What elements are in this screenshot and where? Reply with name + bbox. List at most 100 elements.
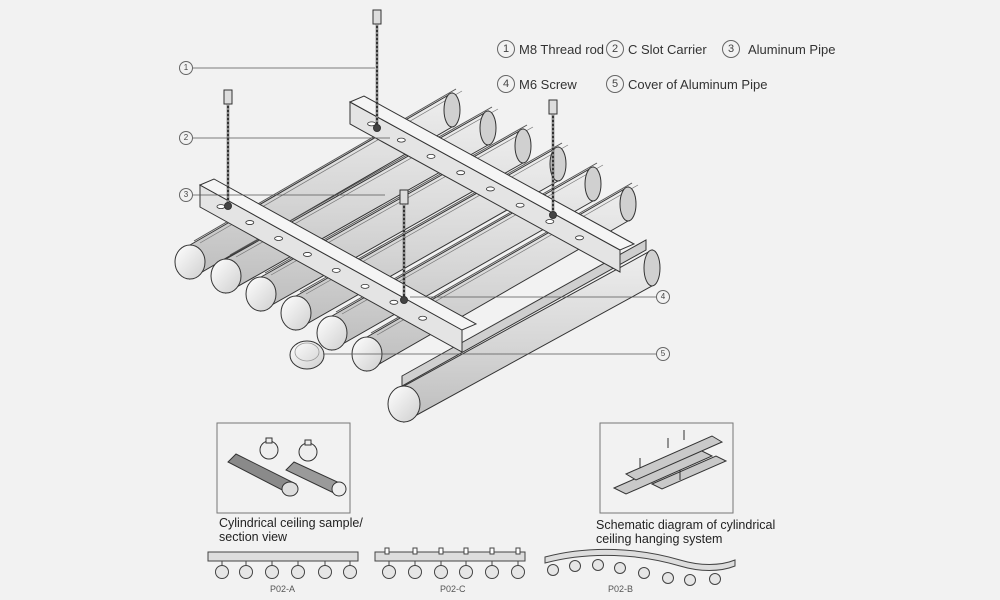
pipe-back-end (584, 166, 602, 202)
carrier-top-flange (198, 178, 478, 331)
schematic-caption-line-1: Schematic diagram of cylindrical (596, 518, 776, 532)
schematic-caption: Schematic diagram of cylindrical ceiling… (596, 518, 775, 546)
pipe-front-end (174, 244, 206, 280)
carrier-slot-hole (367, 121, 377, 127)
profile-clip (515, 547, 521, 555)
legend-number: 4 (497, 75, 515, 93)
profile-label-p02-b: P02-B (608, 584, 634, 594)
pipe-back-end (443, 92, 461, 128)
profile-pipe (291, 565, 305, 579)
profile-clip (384, 547, 390, 555)
thread-rods (223, 9, 558, 304)
callout-1: 1 (179, 61, 193, 75)
profile-pipe (547, 564, 559, 576)
pipe-cover (289, 340, 325, 370)
legend-label: M6 Screw (519, 76, 577, 92)
pipe-front-end (245, 276, 277, 312)
carrier-slot-hole (245, 220, 255, 225)
callout-2: 2 (179, 131, 193, 145)
profile-pipe (662, 572, 674, 584)
legend-item-c-slot-carrier: 2 C Slot Carrier (606, 40, 707, 58)
rod-fixing (224, 202, 232, 210)
legend-number: 3 (722, 40, 740, 58)
profile-clip (489, 547, 495, 555)
profile-pipe (485, 565, 499, 579)
rod-nut (223, 89, 233, 105)
profile-pipe (511, 565, 525, 579)
carrier-top-flange (348, 95, 636, 251)
profile-p02-a-drawing (207, 551, 359, 562)
legend-number: 5 (606, 75, 624, 93)
carrier-slot-hole (389, 299, 399, 305)
profile-clip (412, 547, 418, 555)
carrier-slot-hole (515, 202, 525, 208)
carrier-slot-hole (426, 153, 436, 159)
pipe-back-end (514, 128, 532, 164)
pipe-front-end (280, 295, 312, 331)
callout-4: 4 (656, 290, 670, 304)
profile-pipe (382, 565, 396, 579)
carrier-slot-hole (456, 170, 466, 176)
rod-fixing (549, 211, 557, 219)
profile-p02-b-drawing (544, 548, 736, 571)
schematic-caption-line-2: ceiling hanging system (596, 532, 723, 546)
pipe-front-end (210, 258, 242, 294)
callout-5: 5 (656, 347, 670, 361)
legend-number: 2 (606, 40, 624, 58)
profile-label-p02-c: P02-C (440, 584, 466, 594)
sample-caption: Cylindrical ceiling sample/ section view (219, 516, 363, 544)
profile-pipe (569, 560, 581, 572)
carrier-slot-hole (575, 235, 584, 241)
profile-pipe (343, 565, 357, 579)
carrier-slot-hole (485, 186, 495, 192)
profile-pipe (434, 565, 448, 579)
legend-item-aluminum-pipe: 3 Aluminum Pipe (722, 40, 835, 58)
callout-3: 3 (179, 188, 193, 202)
sample-caption-line-2: section view (219, 530, 288, 544)
sample-section-drawing (227, 437, 347, 497)
profile-p02-c-drawing (374, 551, 526, 562)
callout-leaders (193, 67, 656, 355)
pipe-front-end (387, 385, 421, 423)
profile-pipe (459, 565, 473, 579)
c-slot-carriers (198, 95, 636, 353)
pipe-back-end (479, 110, 497, 146)
profile-pipe (239, 565, 253, 579)
rod-fixing (400, 296, 408, 304)
pipe-back-end (643, 249, 661, 287)
legend-item-thread-rod: 1 M8 Thread rod (497, 40, 604, 58)
carrier-slot-hole (274, 236, 284, 241)
profile-pipe (592, 559, 604, 571)
profile-pipe (614, 562, 626, 574)
profile-pipe (638, 567, 650, 579)
rod-nut (372, 9, 382, 25)
sample-caption-line-1: Cylindrical ceiling sample/ (219, 516, 363, 530)
legend-label: M8 Thread rod (519, 41, 605, 57)
carrier-slot-hole (360, 283, 370, 289)
sample-inset-frame (216, 422, 351, 514)
profile-pipe (215, 565, 229, 579)
legend-label: Cover of Aluminum Pipe (628, 76, 768, 92)
legend-label: C Slot Carrier (628, 41, 707, 57)
pipe-top-fin (401, 239, 647, 387)
carrier-slot-hole (216, 204, 226, 210)
legend-number: 1 (497, 40, 515, 58)
profile-pipes (215, 547, 721, 586)
rod-fixing (373, 124, 381, 132)
legend-item-pipe-cover: 5 Cover of Aluminum Pipe (606, 75, 767, 93)
pipe-front-end (316, 315, 348, 351)
profile-pipe (318, 565, 332, 579)
profile-pipe (684, 574, 696, 586)
carrier-slot-hole (303, 252, 312, 257)
profile-clip (463, 547, 469, 555)
hanging-schematic-drawing (612, 430, 728, 495)
carrier-slot-hole (418, 315, 428, 321)
carrier-slot-hole (396, 137, 406, 143)
carrier-slot-hole (331, 267, 341, 273)
rod-nut (399, 189, 409, 205)
profile-pipe (709, 573, 721, 585)
profile-pipe (408, 565, 422, 579)
carrier-slot-hole (545, 219, 555, 224)
legend-item-m6-screw: 4 M6 Screw (497, 75, 577, 93)
